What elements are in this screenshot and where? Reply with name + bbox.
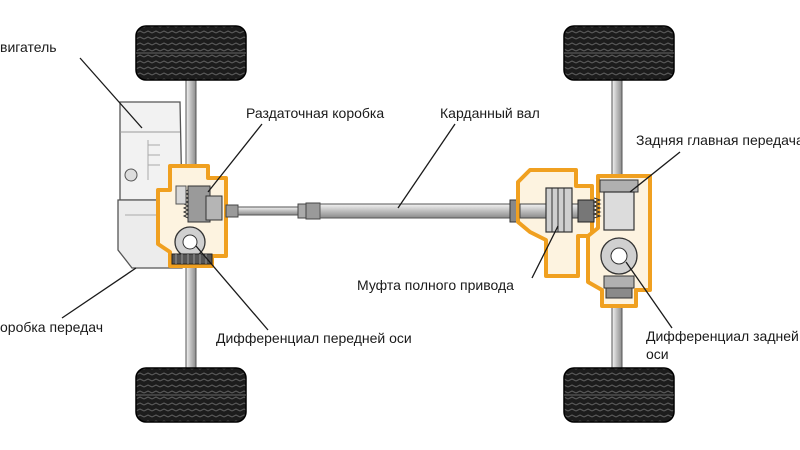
label-gearbox: оробка передач (0, 319, 103, 335)
driveshaft (225, 199, 519, 223)
front-left-wheel (135, 25, 247, 81)
awd-coupling-module (516, 168, 595, 278)
leader-rear-diff (625, 261, 673, 329)
label-engine: вигатель (0, 39, 57, 55)
leader-engine (79, 57, 143, 129)
leader-gearbox (61, 267, 137, 319)
front-right-wheel (135, 367, 247, 423)
label-transfer-case: Раздаточная коробка (246, 105, 384, 121)
rear-right-wheel (563, 367, 675, 423)
leader-front-diff (195, 245, 269, 331)
label-rear-diff-line2: оси (646, 346, 669, 362)
rear-left-wheel (563, 25, 675, 81)
label-rear-diff-line1: Дифференциал задней (646, 328, 799, 344)
leader-transfer-case (207, 123, 263, 193)
rear-drive-module (586, 174, 652, 308)
label-front-diff: Дифференциал передней оси (216, 330, 412, 346)
front-drive-module (156, 164, 228, 268)
label-awd-coupling: Муфта полного привода (357, 277, 514, 293)
label-driveshaft: Карданный вал (440, 105, 540, 121)
label-rear-final-drive: Задняя главная передача (636, 132, 800, 148)
leader-awd-coupling (531, 225, 559, 279)
leader-driveshaft (397, 123, 456, 209)
leader-lines (61, 57, 681, 331)
leader-rear-final-drive (629, 151, 681, 193)
